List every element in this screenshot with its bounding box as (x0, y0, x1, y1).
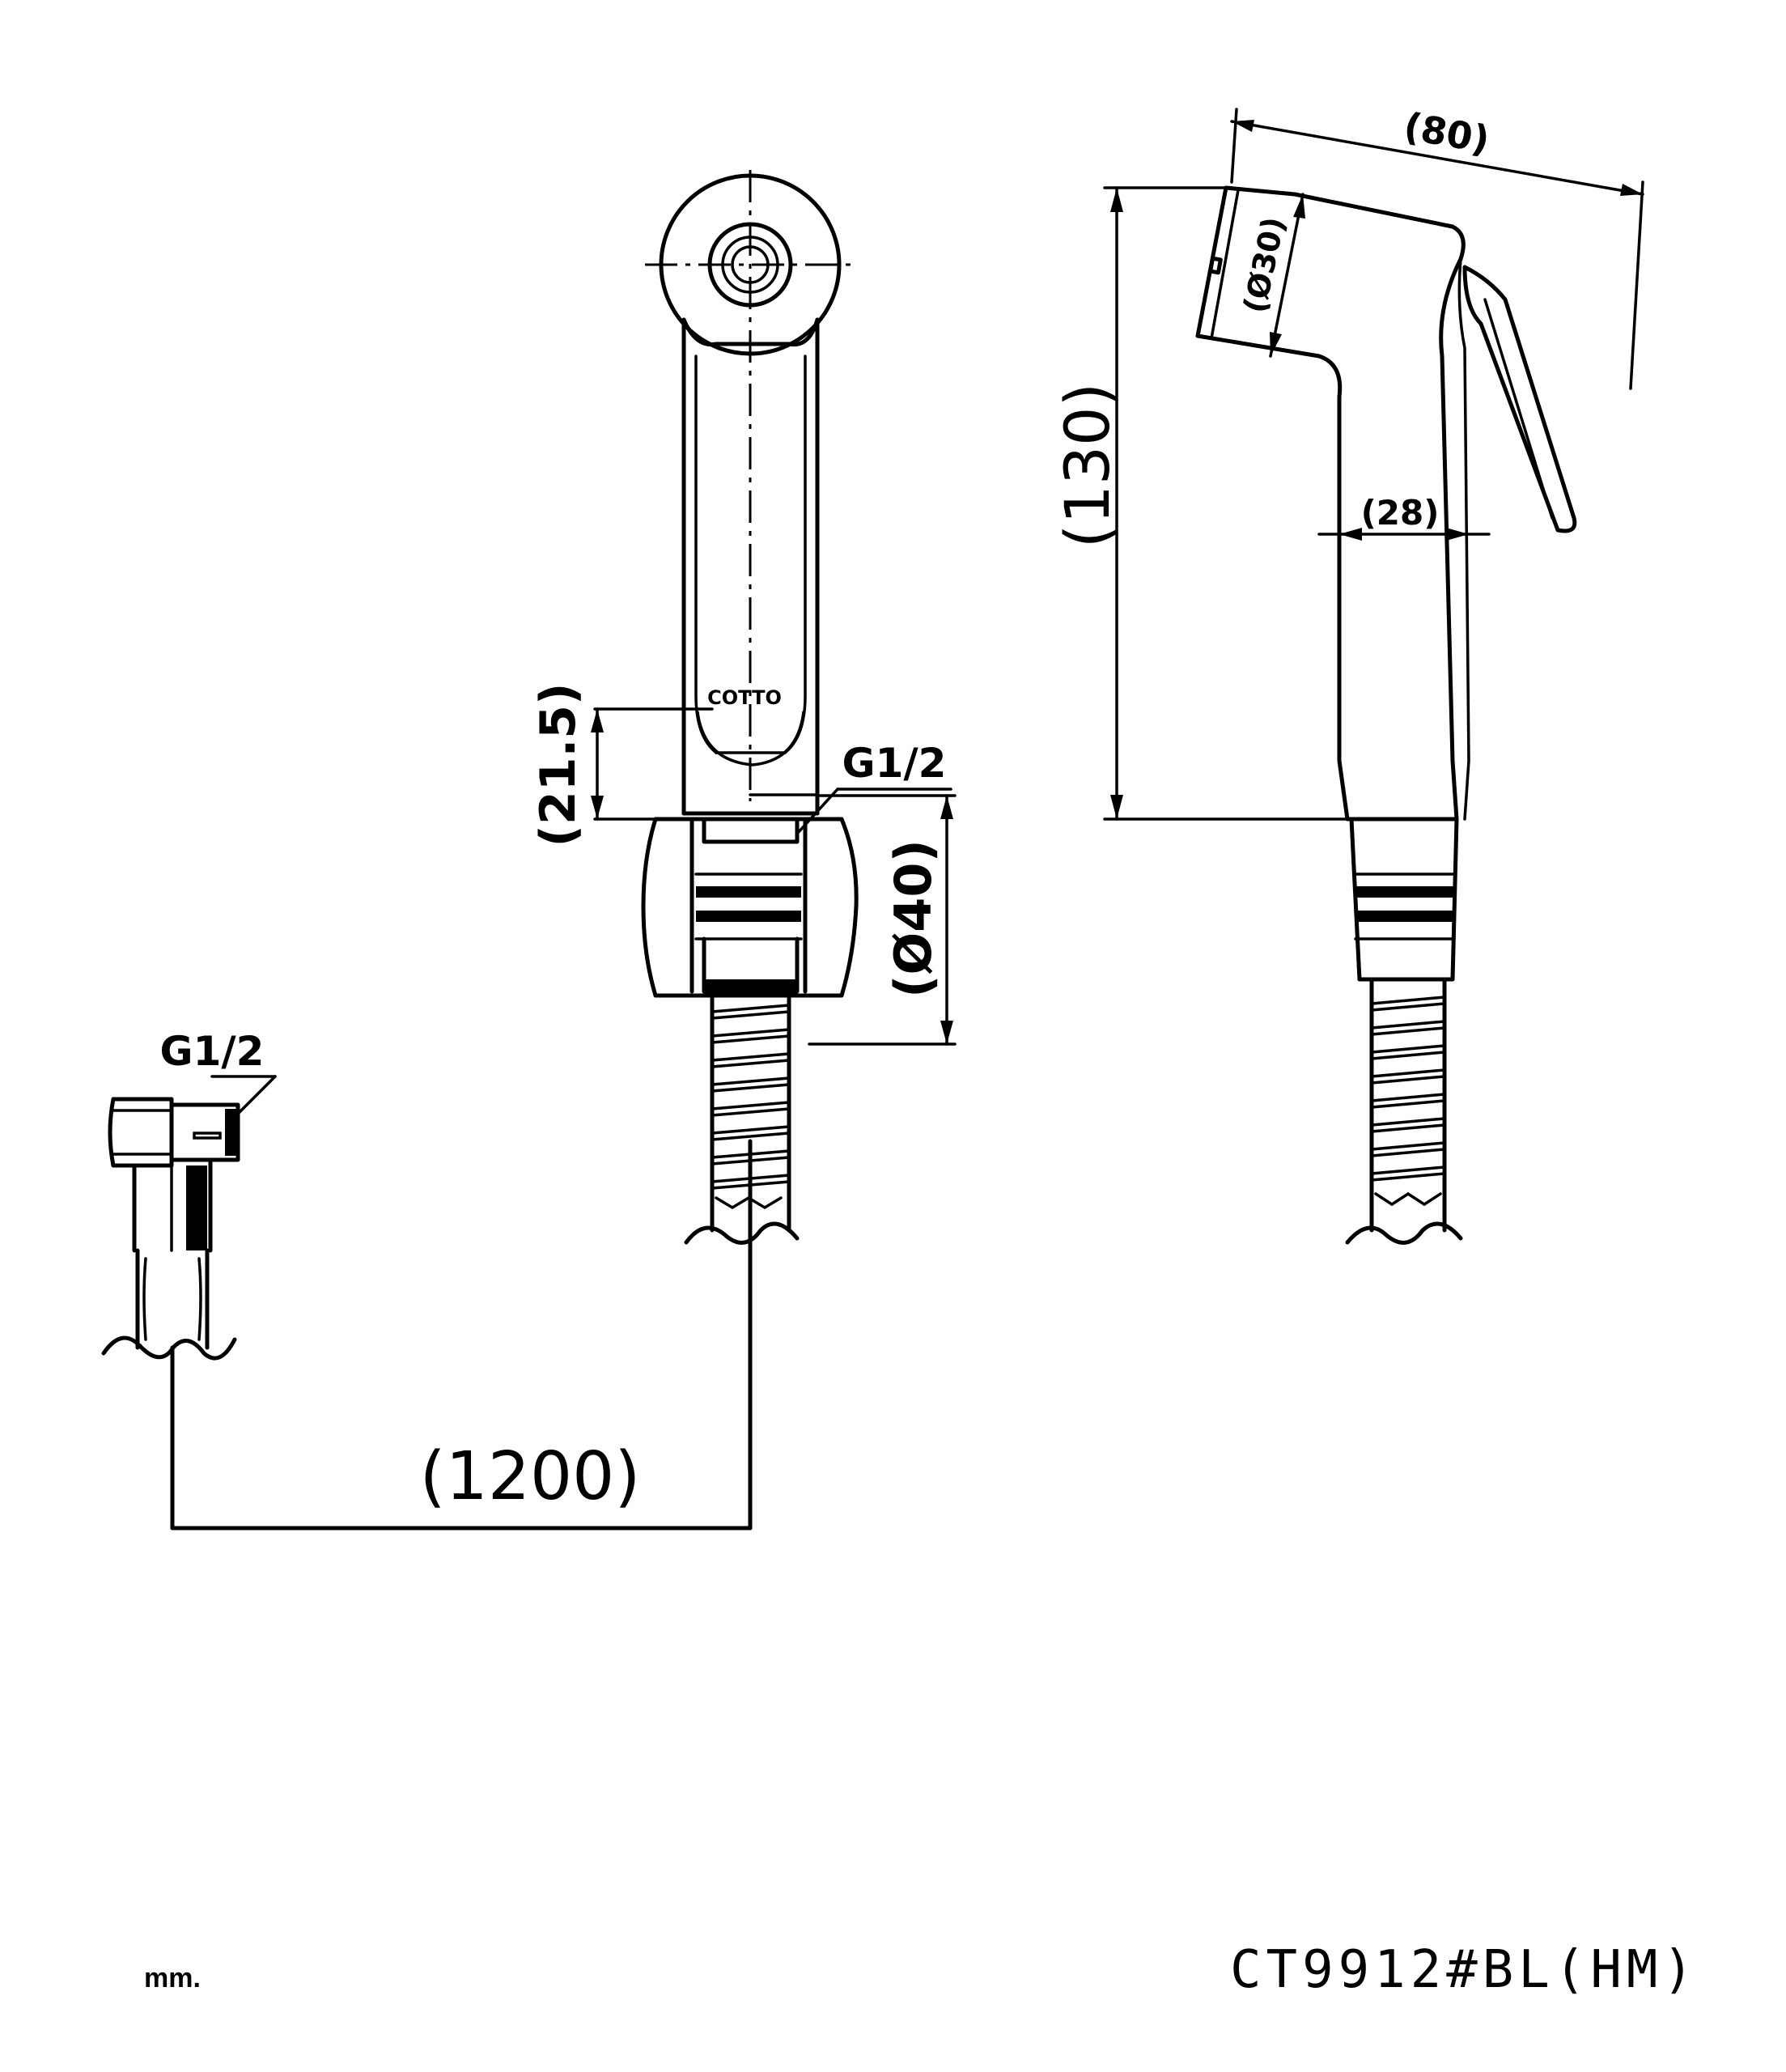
units-label: mm. (144, 1963, 201, 1993)
spray-front-view: COTTO (645, 170, 855, 816)
hose-length-dimension: (1200) (170, 1139, 753, 1531)
holder-height-label: (21.5) (530, 683, 587, 847)
holder-thread-callout: G1/2 (795, 740, 952, 835)
hose-right (1345, 977, 1463, 1245)
hose-center (684, 993, 800, 1245)
model-code: CT9912#BL(HM) (1230, 1940, 1699, 2000)
head-diameter-label: (Ø30) (1237, 214, 1292, 316)
holder-height-dimension: (21.5) (530, 683, 714, 847)
head-diameter-dimension: (Ø30) (1237, 193, 1305, 358)
brand-mark: COTTO (707, 686, 782, 709)
holder-diameter-label: (Ø40) (884, 839, 943, 998)
spray-height-dimension: (130) (1051, 186, 1349, 821)
handle-width-label: (28) (1361, 493, 1440, 533)
wall-holder (641, 817, 859, 998)
spray-height-label: (130) (1051, 383, 1123, 548)
hose-length-label: (1200) (420, 1438, 641, 1515)
handle-width-dimension: (28) (1317, 493, 1491, 541)
holder-diameter-dimension: (Ø40) (808, 794, 957, 1046)
inlet-connector: G1/2 (101, 1028, 277, 1361)
spray-side-view (1195, 185, 1577, 982)
holder-thread-label: G1/2 (842, 740, 947, 787)
inlet-thread-label: G1/2 (160, 1028, 265, 1075)
